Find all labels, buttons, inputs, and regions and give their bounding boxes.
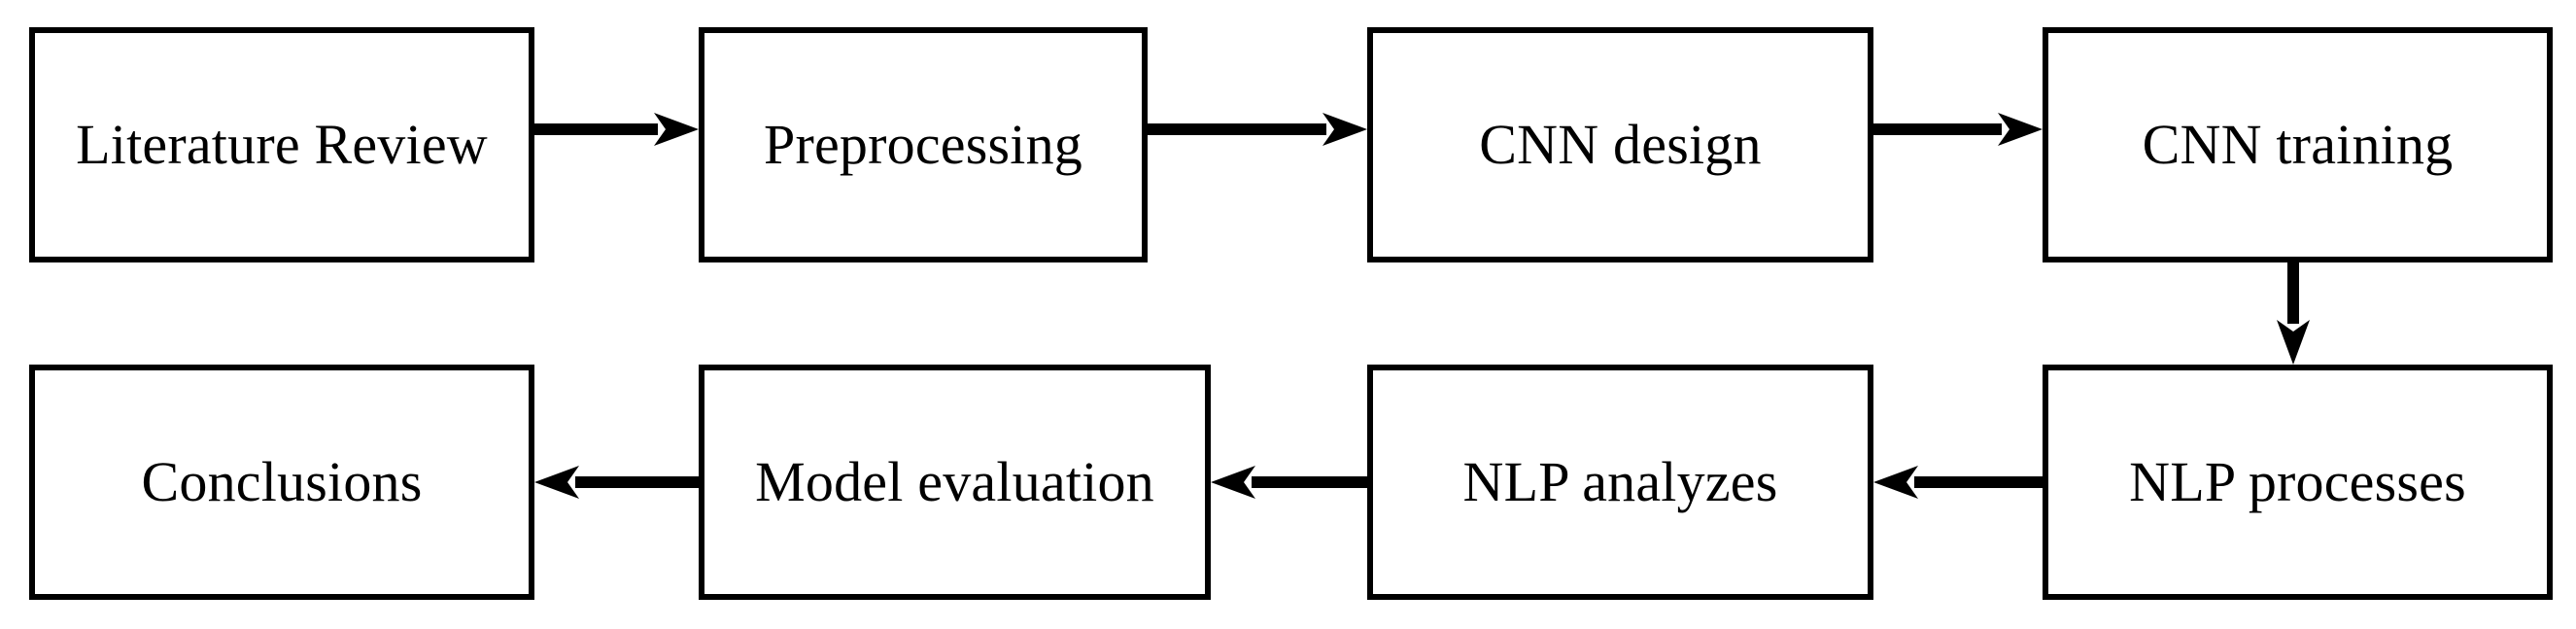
node-label: Model evaluation [755, 449, 1154, 513]
node-cnn-design[interactable]: CNN design [1367, 27, 1873, 262]
node-preprocessing[interactable]: Preprocessing [699, 27, 1148, 262]
node-literature-review[interactable]: Literature Review [29, 27, 534, 262]
arrow-model-evaluation-to-conclusions [534, 466, 699, 499]
node-label: Preprocessing [764, 112, 1082, 176]
arrow-preprocessing-to-cnn-design [1148, 113, 1367, 146]
node-label: Literature Review [76, 112, 488, 176]
arrow-cnn-design-to-cnn-training [1873, 113, 2043, 146]
node-label: NLP processes [2129, 449, 2466, 513]
arrow-nlp-processes-to-nlp-analyzes [1873, 466, 2043, 499]
node-label: CNN training [2142, 112, 2454, 176]
arrow-nlp-analyzes-to-model-evaluation [1211, 466, 1367, 499]
node-label: Conclusions [141, 449, 423, 513]
node-model-evaluation[interactable]: Model evaluation [699, 365, 1211, 600]
arrow-cnn-training-to-nlp-processes [2277, 262, 2310, 365]
node-conclusions[interactable]: Conclusions [29, 365, 534, 600]
node-nlp-analyzes[interactable]: NLP analyzes [1367, 365, 1873, 600]
node-label: NLP analyzes [1462, 449, 1778, 513]
arrow-literature-review-to-preprocessing [534, 113, 699, 146]
node-cnn-training[interactable]: CNN training [2043, 27, 2553, 262]
node-nlp-processes[interactable]: NLP processes [2043, 365, 2553, 600]
node-label: CNN design [1479, 112, 1762, 176]
